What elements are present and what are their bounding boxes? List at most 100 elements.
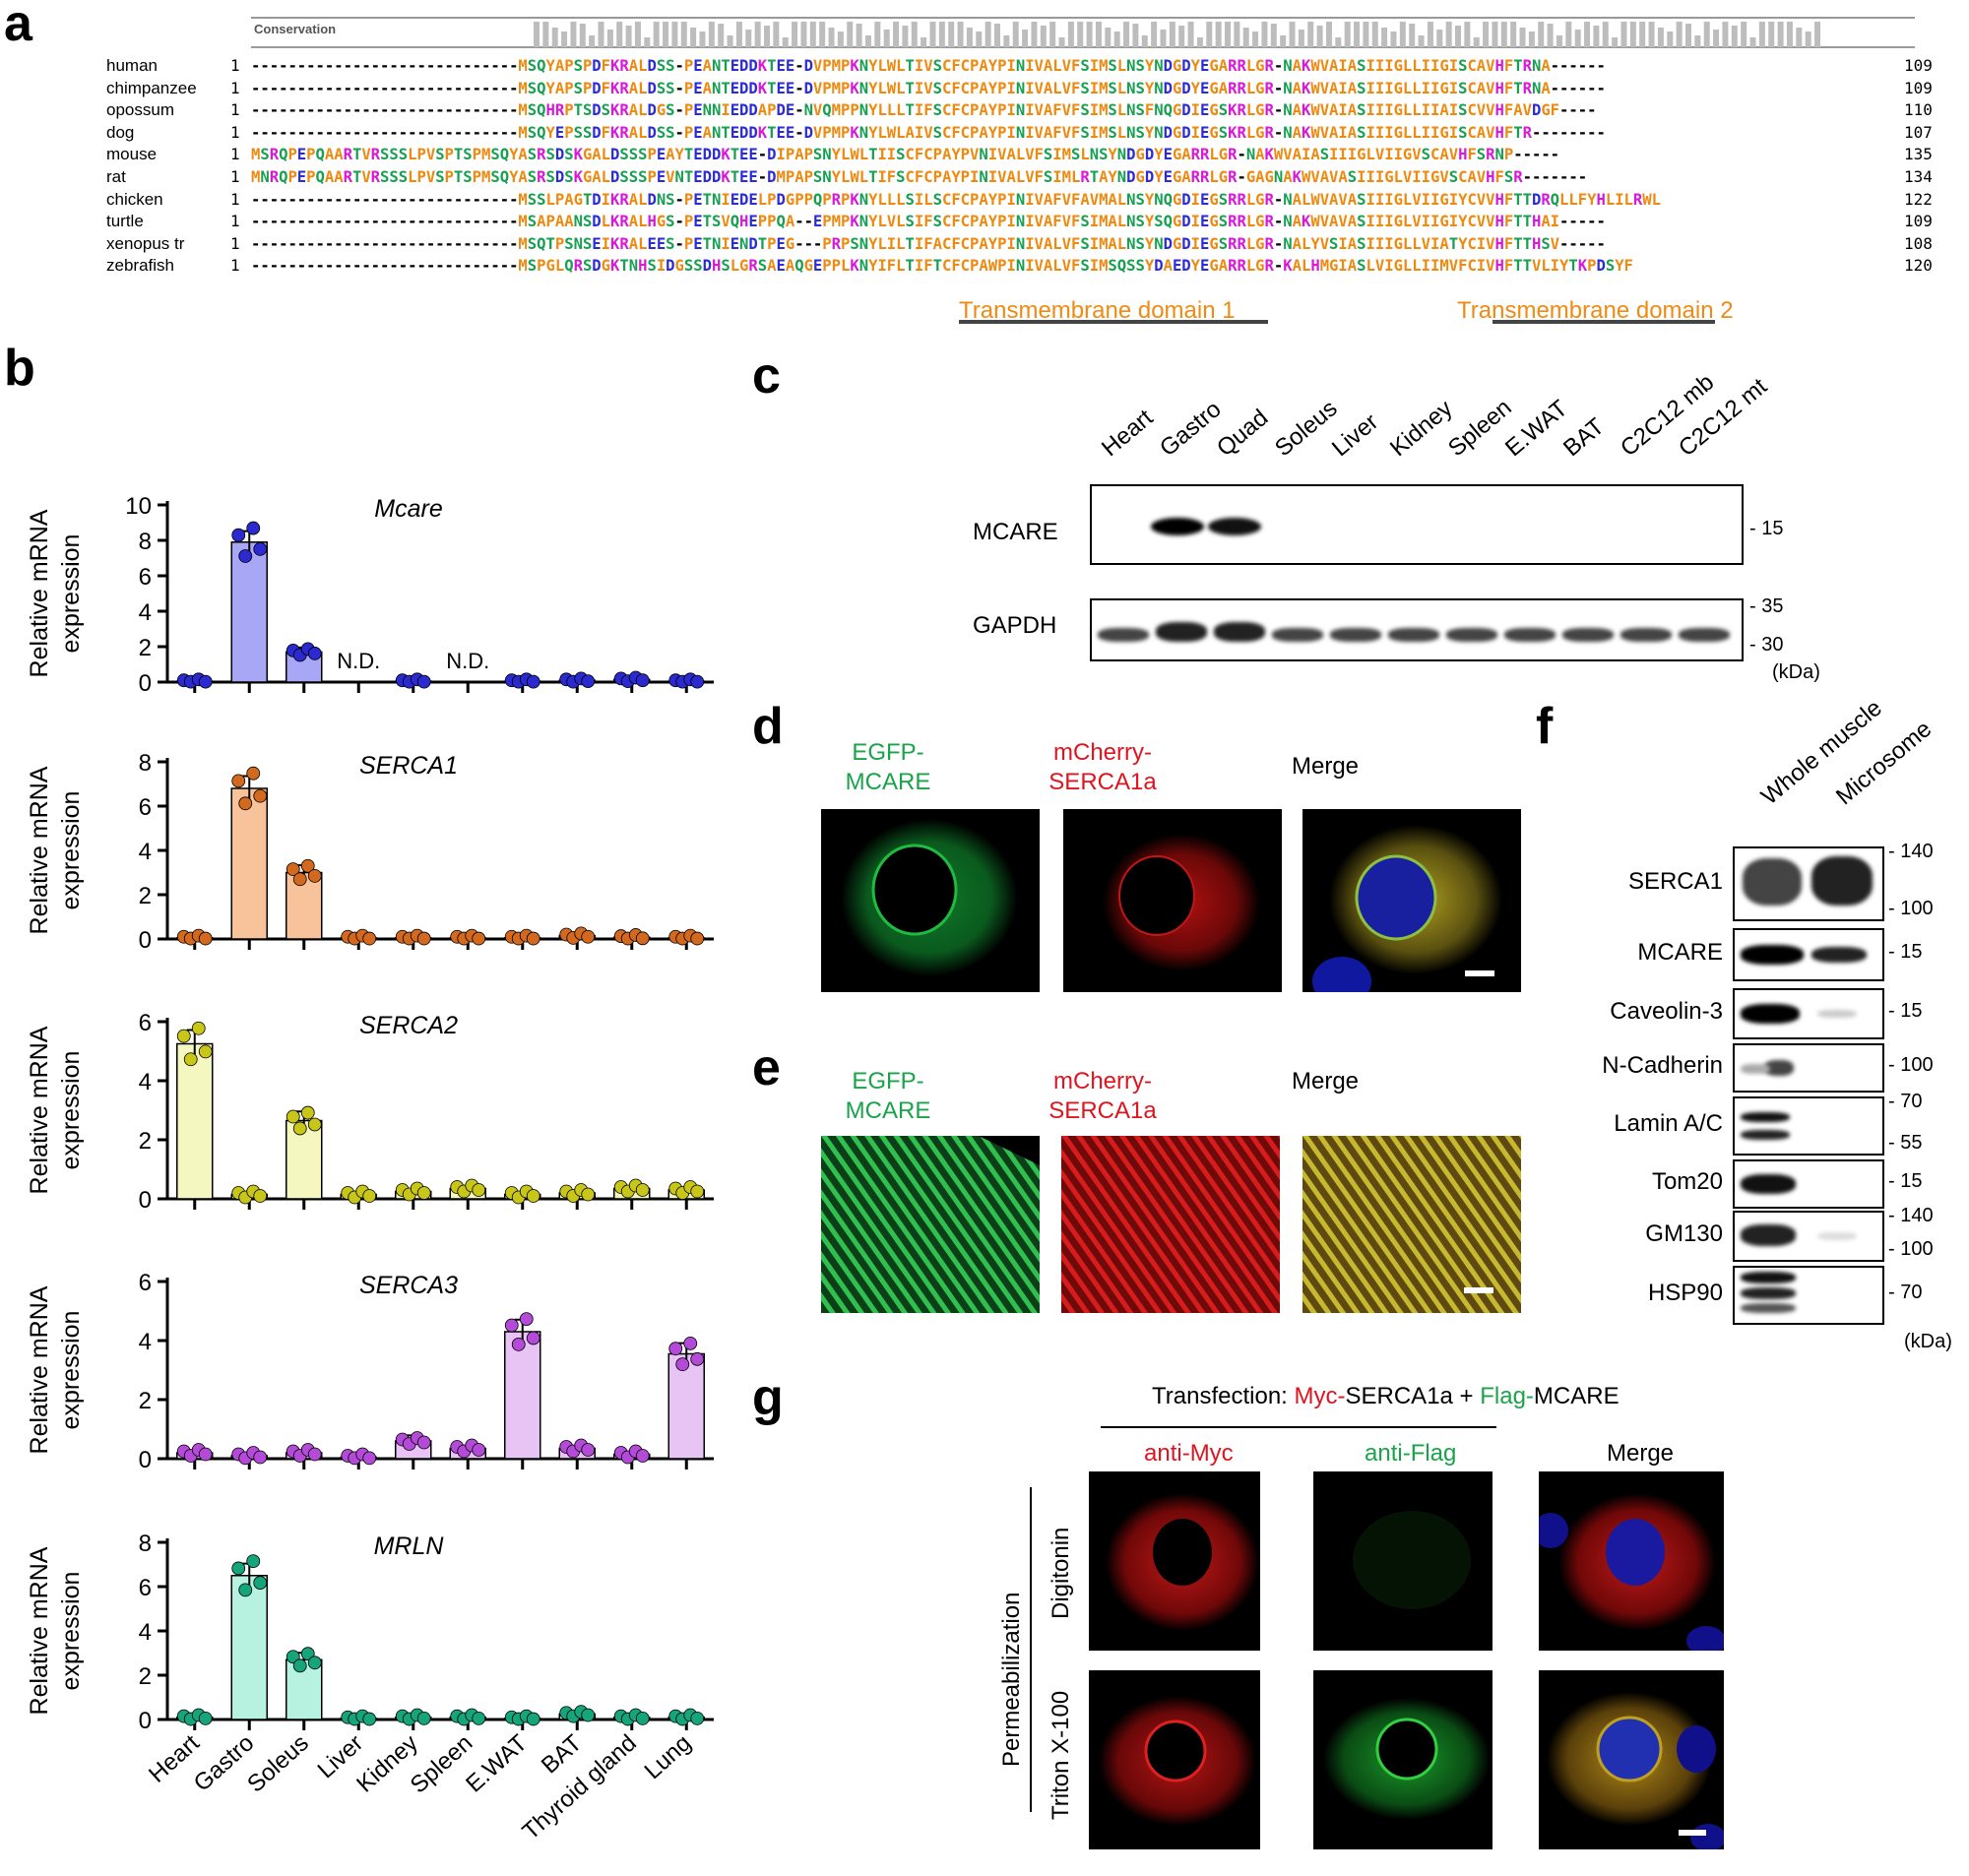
conservation-bar bbox=[579, 24, 586, 47]
data-point bbox=[526, 1331, 540, 1345]
y-tick-label: 0 bbox=[139, 1708, 152, 1734]
conservation-bar bbox=[1077, 22, 1084, 47]
seq-end: 135 bbox=[1904, 145, 1933, 164]
conservation-bar bbox=[1335, 37, 1342, 47]
data-point bbox=[307, 1447, 322, 1462]
data-point bbox=[286, 862, 300, 877]
conservation-bar bbox=[598, 22, 604, 47]
data-point bbox=[362, 1712, 377, 1726]
band-gastro bbox=[1151, 518, 1204, 535]
conservation-bar bbox=[1058, 37, 1065, 47]
seq-start: 1 bbox=[230, 167, 240, 186]
band bbox=[1741, 1224, 1796, 1246]
conservation-bar bbox=[1584, 22, 1591, 47]
g-col-anti-myc: anti-Myc bbox=[1144, 1440, 1234, 1467]
y-tick-label: 0 bbox=[139, 1447, 152, 1473]
data-point bbox=[253, 1450, 268, 1465]
data-point bbox=[246, 1554, 261, 1569]
data-point bbox=[472, 1711, 486, 1725]
data-point bbox=[362, 931, 377, 946]
band bbox=[1811, 947, 1867, 963]
conservation-bar bbox=[534, 22, 540, 47]
gapdh-band bbox=[1504, 628, 1556, 642]
panel-label-d: d bbox=[752, 698, 784, 755]
conservation-bar bbox=[1500, 22, 1507, 47]
sequence: -----------------------------MSQYAPSPDFK… bbox=[251, 79, 1606, 97]
data-point bbox=[472, 1443, 486, 1457]
conservation-bar bbox=[847, 22, 854, 47]
conservation-bar bbox=[1528, 31, 1535, 47]
conservation-bar bbox=[542, 22, 549, 47]
data-point bbox=[300, 1105, 315, 1120]
y-tick-label: 10 bbox=[125, 493, 152, 520]
y-axis-label: expression bbox=[57, 1311, 85, 1430]
data-point bbox=[292, 872, 307, 887]
conservation-bar bbox=[663, 22, 669, 47]
y-axis-label: expression bbox=[57, 1572, 85, 1691]
data-point bbox=[307, 647, 322, 660]
data-point bbox=[300, 1647, 315, 1661]
band bbox=[1741, 1064, 1770, 1074]
y-tick-label: 2 bbox=[139, 635, 152, 661]
conservation-bar bbox=[625, 26, 632, 47]
f-blot-label: MCARE bbox=[1637, 939, 1723, 966]
conservation-bar bbox=[1123, 22, 1130, 47]
e-mcherry-image bbox=[1061, 1136, 1280, 1313]
band bbox=[1817, 1010, 1857, 1018]
f-mw-marker: - 70 bbox=[1888, 1282, 1923, 1303]
f-mw-marker: - 15 bbox=[1888, 941, 1923, 963]
y-axis-label: Relative mRNA bbox=[26, 1546, 53, 1715]
conservation-bar bbox=[1796, 28, 1803, 47]
conservation-bar bbox=[1455, 26, 1461, 47]
conservation-bar bbox=[1141, 35, 1148, 47]
conservation-bar bbox=[1187, 22, 1194, 47]
conservation-bar bbox=[1178, 26, 1185, 47]
conservation-bar bbox=[653, 22, 660, 47]
sequence: -----------------------------MSQYAPSPDFK… bbox=[251, 57, 1606, 75]
gapdh-blot-label: GAPDH bbox=[973, 612, 1057, 639]
data-point bbox=[307, 1656, 322, 1670]
conservation-bar bbox=[1409, 24, 1416, 47]
conservation-bar bbox=[764, 26, 770, 47]
conservation-bar bbox=[1722, 22, 1729, 47]
data-point bbox=[238, 796, 253, 811]
conservation-bar bbox=[1473, 37, 1480, 47]
conservation-bar bbox=[616, 22, 623, 47]
conservation-bar bbox=[561, 31, 568, 47]
d-title-mcherry: mCherry-SERCA1a bbox=[1048, 739, 1157, 795]
conservation-bar bbox=[1363, 22, 1369, 47]
conservation-bar bbox=[1510, 22, 1517, 47]
data-point bbox=[635, 1183, 650, 1197]
data-point bbox=[690, 1711, 705, 1725]
conservation-bar bbox=[902, 26, 909, 47]
band bbox=[1741, 1174, 1796, 1194]
gapdh-blot bbox=[1090, 598, 1744, 661]
sequence: -----------------------------MSQTPSNSEIK… bbox=[251, 234, 1606, 253]
conservation-bar bbox=[589, 35, 596, 47]
data-point bbox=[511, 1338, 526, 1351]
conservation-bar bbox=[1556, 35, 1562, 47]
conservation-bar bbox=[856, 24, 862, 47]
data-point bbox=[286, 1650, 300, 1664]
data-point bbox=[292, 1121, 307, 1136]
conservation-bar bbox=[1602, 22, 1609, 47]
f-mw-marker: - 140 bbox=[1888, 1205, 1934, 1226]
conservation-bar bbox=[819, 22, 826, 47]
band bbox=[1741, 1287, 1796, 1299]
panel-label-e: e bbox=[752, 1039, 781, 1096]
gene-title: Mcare bbox=[374, 495, 442, 523]
conservation-bar bbox=[1731, 26, 1738, 47]
conservation-bar bbox=[1741, 22, 1747, 47]
data-point bbox=[246, 521, 261, 535]
y-tick-label: 8 bbox=[139, 1531, 152, 1557]
row-digitonin: Digitonin bbox=[1048, 1527, 1074, 1619]
d-merge-image bbox=[1302, 809, 1521, 992]
conservation-bar bbox=[699, 31, 706, 47]
conservation-bar bbox=[1492, 22, 1498, 47]
conservation-bar bbox=[1215, 22, 1222, 47]
data-point bbox=[635, 673, 650, 688]
